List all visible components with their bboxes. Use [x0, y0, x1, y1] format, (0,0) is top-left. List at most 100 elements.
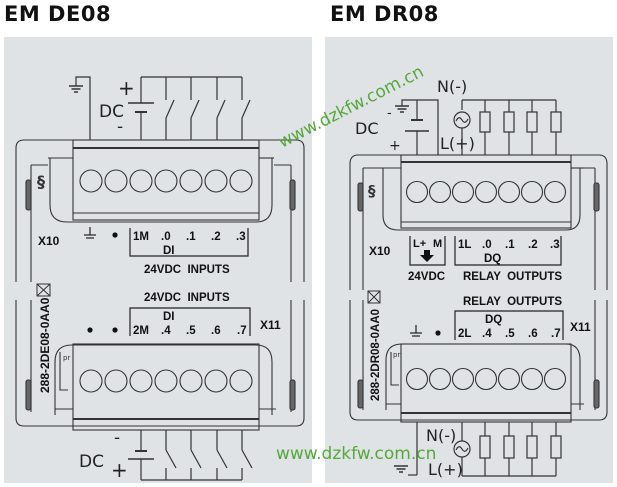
left-top-minus: - [117, 117, 123, 137]
screw-terminal [229, 369, 253, 393]
right-tab-label: pr [393, 351, 400, 359]
screw-terminal [428, 180, 452, 204]
left-top-screw-row [79, 169, 253, 193]
right-label-area: 288-2DR08-0AA0 [367, 290, 382, 401]
watermark-horizontal: www.dzkfw.com.cn [276, 444, 436, 464]
screw-terminal [543, 180, 567, 204]
left-pin-3: .3 [236, 231, 246, 243]
right-pin-7: .7 [551, 328, 561, 340]
left-label-area: 288-2DE08-0AA0 [36, 283, 52, 393]
right-pin-1L: 1L [458, 239, 471, 251]
left-bottom-circuit [128, 430, 253, 481]
screw-terminal [520, 180, 544, 204]
right-pin-4: .4 [482, 328, 492, 340]
watermark-diagonal: www.dzkfw.com.cn [275, 62, 427, 153]
left-pin-2M: 2M [133, 325, 149, 337]
right-pin-2: .2 [528, 239, 538, 251]
unused-pin-dot [112, 232, 118, 238]
ground-symbol-icon [84, 227, 96, 239]
left-pin-1: .1 [186, 231, 196, 243]
right-pin-2L: 2L [458, 328, 471, 340]
screw-terminal [451, 367, 475, 391]
screw-terminal [229, 169, 253, 193]
left-bottom-minus: - [114, 428, 120, 448]
ac-source-icon [453, 440, 471, 458]
right-bottom-circuit [393, 422, 562, 477]
right-part-number: 288-2DR08-0AA0 [370, 309, 382, 401]
switch-icon [241, 430, 253, 480]
ground-symbol-icon [410, 325, 422, 337]
right-top-neutral-label: N(-) [437, 77, 467, 96]
left-module-title: EM DE08 [4, 2, 112, 26]
power-input-arrow-icon [420, 250, 434, 262]
right-pin-0: .0 [482, 239, 492, 251]
left-pin-5: .5 [186, 325, 196, 337]
left-pin-0: .0 [161, 231, 171, 243]
right-power-caption: 24VDC [408, 271, 445, 283]
left-di-group-bracket [129, 228, 249, 257]
switch-icon [190, 77, 200, 140]
screw-terminal [79, 369, 103, 393]
load-resistor-icon [550, 422, 562, 476]
screw-terminal [104, 369, 128, 393]
right-panel [325, 37, 613, 483]
unused-pin-dot [435, 330, 441, 336]
left-top-plus: + [118, 76, 135, 100]
left-top-caption: 24VDC INPUTS [144, 264, 230, 276]
right-power-bracket [409, 236, 446, 266]
load-resistor-icon [526, 422, 538, 476]
ac-source-icon [453, 111, 471, 129]
siemens-logo-icon: § [368, 182, 376, 200]
switch-icon [216, 77, 226, 140]
right-top-line-label: L(+) [440, 134, 475, 153]
left-pin-2: .2 [211, 231, 221, 243]
right-top-dc-label: DC [355, 119, 379, 138]
screw-terminal [451, 180, 475, 204]
right-top-plus: + [389, 138, 401, 154]
left-module-body [15, 139, 305, 427]
right-top-terminal-block [378, 154, 584, 231]
left-top-terminal-block [48, 139, 274, 223]
right-pin-3: .3 [550, 239, 560, 251]
screw-terminal [204, 169, 228, 193]
screw-terminal [428, 367, 452, 391]
screw-terminal [179, 369, 203, 393]
ground-icon [393, 465, 409, 473]
right-module-body [349, 154, 608, 421]
right-pin-Lplus: L+ [413, 238, 426, 250]
screw-terminal [474, 367, 498, 391]
right-x11-label: X11 [570, 320, 591, 334]
unused-pin-dot [87, 327, 93, 333]
right-bottom-group-dq: DQ [485, 314, 502, 326]
switch-icon [216, 430, 228, 480]
left-pin-4: .4 [161, 325, 171, 337]
right-top-screw-row [405, 180, 567, 204]
ground-icon [68, 85, 84, 93]
right-bottom-screw-row [405, 367, 567, 391]
left-di-group-bracket-bottom [129, 307, 251, 336]
load-resistor-icon [503, 422, 515, 476]
right-bottom-terminal-block [385, 343, 584, 423]
left-bottom-caption: 24VDC INPUTS [144, 292, 230, 304]
screw-terminal [129, 169, 153, 193]
right-pin-6: .6 [528, 328, 538, 340]
switch-icon [241, 77, 251, 140]
left-x11-label: X11 [260, 318, 281, 332]
right-dq-group-bracket [454, 236, 562, 266]
unused-pin-dot [112, 327, 118, 333]
ground-icon [394, 105, 410, 113]
right-pin-5: .5 [505, 328, 515, 340]
screw-terminal [405, 180, 429, 204]
right-top-minus: - [387, 106, 392, 121]
right-top-group-dq: DQ [484, 253, 501, 265]
screw-terminal [474, 180, 498, 204]
left-pin-7: .7 [237, 325, 247, 337]
left-top-group-di: DI [163, 245, 175, 257]
right-pin-M: M [433, 238, 442, 250]
left-pin-6: .6 [211, 325, 221, 337]
load-resistor-icon [479, 422, 491, 476]
left-bottom-plus: + [111, 458, 128, 482]
left-x10-label: X10 [38, 234, 60, 248]
screw-terminal [204, 369, 228, 393]
